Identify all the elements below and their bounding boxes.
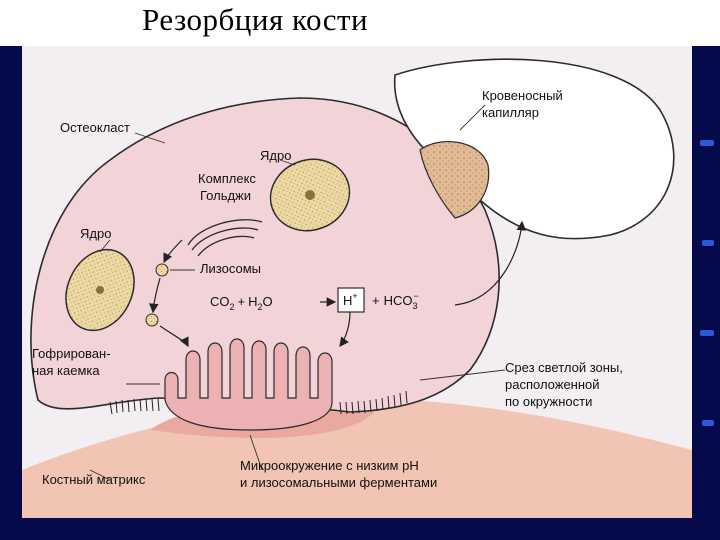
- label-capillary-1: Кровеносный: [482, 88, 563, 103]
- plus-sign: +: [238, 294, 246, 309]
- h-sup: +: [352, 291, 357, 301]
- lysosome-1: [155, 263, 169, 277]
- label-proton: H+: [343, 291, 358, 308]
- clear-zone-left: [109, 398, 160, 415]
- label-nucleus-left: Ядро: [80, 226, 111, 241]
- hco3-text: HCO: [384, 293, 413, 308]
- golgi-complex: [187, 219, 263, 257]
- nucleolus-left: [96, 286, 104, 294]
- hco3-sup: −: [414, 291, 419, 301]
- label-reaction: CO2+H2O: [210, 294, 273, 312]
- label-golgi-2: Гольджи: [200, 188, 251, 203]
- label-clear-zone-2: расположенной: [505, 377, 600, 392]
- h2o-o: O: [263, 294, 273, 309]
- label-nucleus-top: Ядро: [260, 148, 291, 163]
- label-clear-zone-3: по окружности: [505, 394, 592, 409]
- slide-title: Резорбция кости: [142, 2, 369, 37]
- label-bone-matrix: Костный матрикс: [42, 472, 146, 487]
- process-arrows: [149, 220, 527, 348]
- label-capillary-2: капилляр: [482, 105, 539, 120]
- label-golgi-1: Комплекс: [198, 171, 256, 186]
- ruffled-border: [164, 338, 333, 431]
- title-bar: Резорбция кости: [0, 0, 720, 46]
- red-blood-cell: [419, 141, 490, 219]
- leader-lines: [89, 104, 506, 481]
- label-osteoclast: Остеокласт: [60, 120, 130, 135]
- co2-sub: 2: [230, 302, 235, 312]
- plus-sign-2: +: [372, 293, 380, 308]
- lysosome-2: [145, 313, 159, 327]
- label-clear-zone-1: Срез светлой зоны,: [505, 360, 623, 375]
- label-microenv-1: Микроокружение с низким pH: [240, 458, 419, 473]
- slide-decoration: [700, 140, 714, 426]
- hco3-sub: 3: [412, 301, 417, 311]
- co2-text: CO: [210, 294, 230, 309]
- clear-zone-right: [339, 390, 408, 415]
- nucleolus-top: [305, 190, 315, 200]
- h2o-h: H: [248, 294, 257, 309]
- label-bicarbonate: + HCO3−: [372, 291, 419, 311]
- label-microenv-2: и лизосомальными ферментами: [240, 475, 437, 490]
- proton-box: [337, 287, 365, 313]
- label-lysosomes: Лизосомы: [200, 261, 261, 276]
- h2o-sub: 2: [258, 302, 263, 312]
- h-ion: H: [343, 293, 352, 308]
- label-ruffled-2: ная каемка: [32, 363, 100, 378]
- label-ruffled-1: Гофрирован-: [32, 346, 111, 361]
